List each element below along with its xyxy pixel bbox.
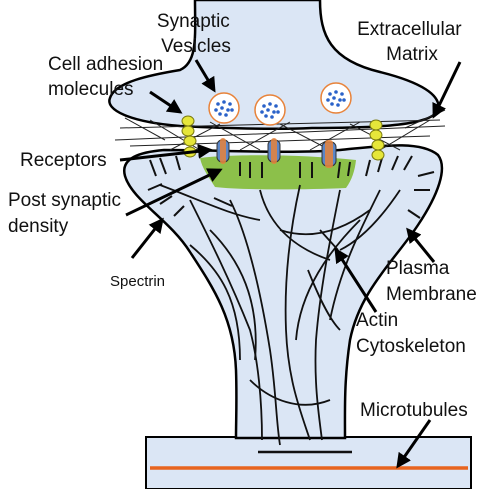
synaptic-vesicle-2: [255, 95, 285, 125]
label-extracellular-matrix: Extracellular Matrix: [357, 19, 467, 65]
receptor-3: [322, 140, 336, 168]
label-plasma-membrane: Plasma Membrane: [386, 258, 477, 305]
synaptic-vesicle-1: [209, 93, 239, 123]
receptor-2: [268, 138, 280, 164]
label-microtubules: Microtubules: [360, 400, 468, 421]
label-post-synaptic-density: Post synaptic density: [8, 190, 126, 237]
arrow-spectrin: [132, 220, 162, 258]
arrow-extracellular-matrix: [434, 62, 460, 116]
label-actin-cytoskeleton: Actin Cytoskeleton: [356, 310, 466, 357]
label-spectrin: Spectrin: [110, 273, 165, 290]
receptor-1: [217, 138, 229, 164]
synaptic-vesicle-3: [321, 83, 351, 113]
dendrite-shaft: [146, 437, 471, 489]
label-receptors: Receptors: [20, 150, 107, 171]
cell-adhesion-molecules-right: [370, 120, 384, 160]
